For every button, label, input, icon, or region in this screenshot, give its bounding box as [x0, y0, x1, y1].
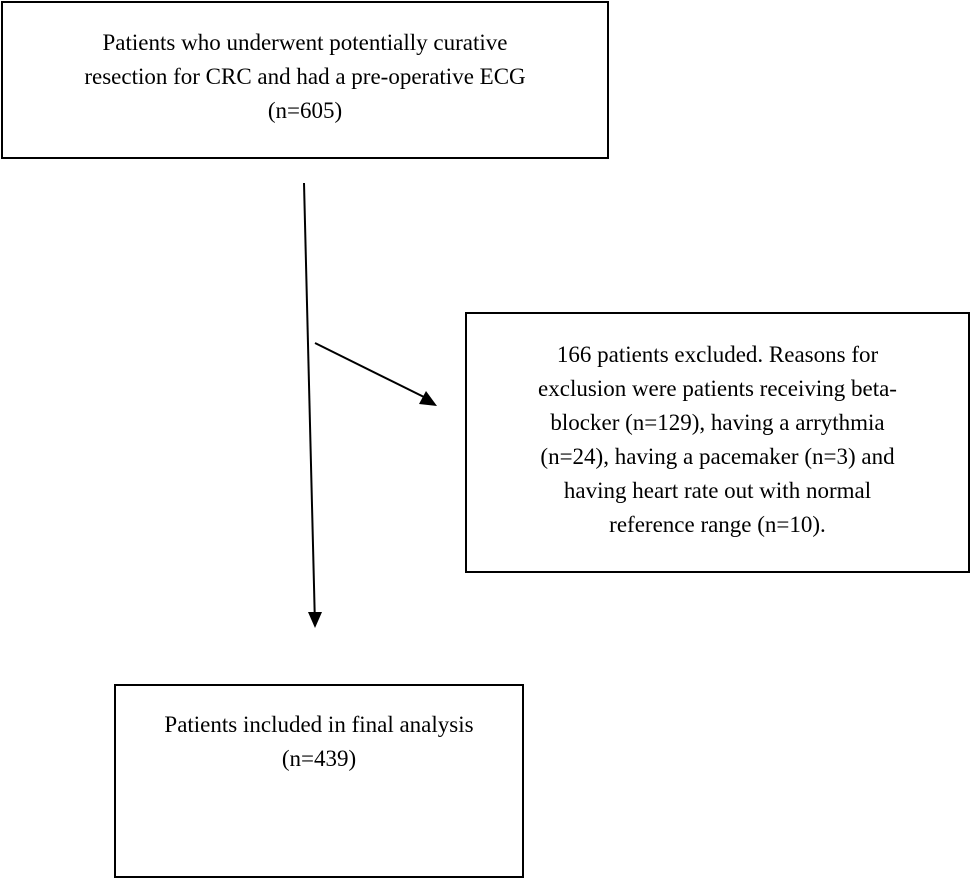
exclusion-arrowhead [419, 391, 437, 406]
excluded-line-3: blocker (n=129), having a arrythmia [550, 410, 885, 435]
final-line-1: Patients included in final analysis [164, 712, 474, 737]
screened-count: (n=605) [267, 98, 343, 123]
excluded-line-4: (n=24), having a pacemaker (n=3) and [540, 444, 895, 469]
screened-patients-box: Patients who underwent potentially curat… [1, 1, 609, 159]
excluded-line-1: 166 patients excluded. Reasons for [556, 342, 879, 367]
exclusion-arrow [314, 342, 431, 401]
screened-line-2: resection for CRC and had a pre-operativ… [84, 64, 526, 89]
screened-line-1: Patients who underwent potentially curat… [102, 30, 508, 55]
final-count: (n=439) [281, 746, 357, 771]
main-flow-arrowhead [308, 612, 322, 628]
final-analysis-box: Patients included in final analysis (n=4… [114, 684, 524, 878]
excluded-line-2: exclusion were patients receiving beta- [538, 376, 897, 401]
main-flow-arrow [303, 182, 316, 627]
excluded-line-6: reference range (n=10). [609, 512, 826, 537]
excluded-patients-box: 166 patients excluded. Reasons for exclu… [465, 312, 970, 573]
excluded-line-5: having heart rate out with normal [563, 478, 872, 503]
